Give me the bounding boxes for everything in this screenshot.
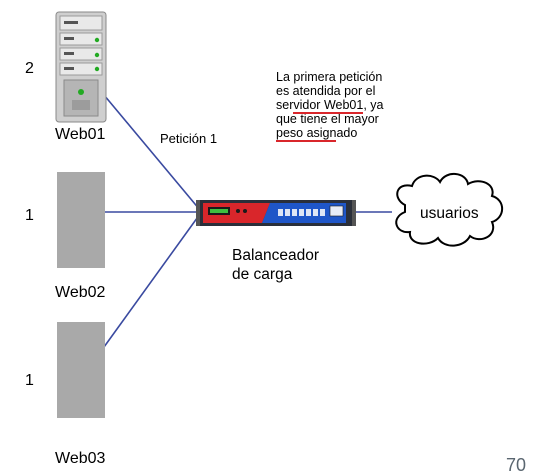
connector-web01 [103,94,201,211]
server-label-web01: Web01 [55,126,106,143]
note-line-3: servidor Web01, ya [276,98,426,112]
balancer-label-line-1: Balanceador [232,247,320,264]
connector-web03 [103,213,201,348]
cloud-icon [395,173,504,247]
note-line-4: que tiene el mayor [276,112,379,126]
balancer-label-line-2: de carga [232,266,293,283]
server-label-web02: Web02 [55,284,106,301]
note-line-2: es atendida por el [276,84,376,98]
weight-web02: 1 [25,207,34,224]
note-highlight-weight: peso asign [276,126,337,140]
server-web02-box [57,172,105,268]
note-highlight-server: vidor Web01 [293,98,364,112]
cloud-label: usuarios [420,205,479,222]
weight-web03: 1 [25,372,34,389]
note-line-3-c: , ya [363,98,384,112]
annotation-note: La primera petición es atendida por el s… [276,70,426,140]
server-tower-icon [55,11,107,123]
server-web03-box [57,322,105,418]
note-line-1: La primera petición [276,70,383,84]
load-balancer-icon [196,200,356,226]
request-label: Petición 1 [160,131,218,146]
server-label-web03: Web03 [55,450,106,467]
page-number: 70 [506,455,527,475]
weight-web01: 2 [25,60,34,77]
note-line-3-a: ser [276,98,294,112]
note-line-5-b: ado [336,126,358,140]
note-line-5: peso asignado [276,126,426,140]
balancer-label: Balanceador de carga [232,246,319,284]
